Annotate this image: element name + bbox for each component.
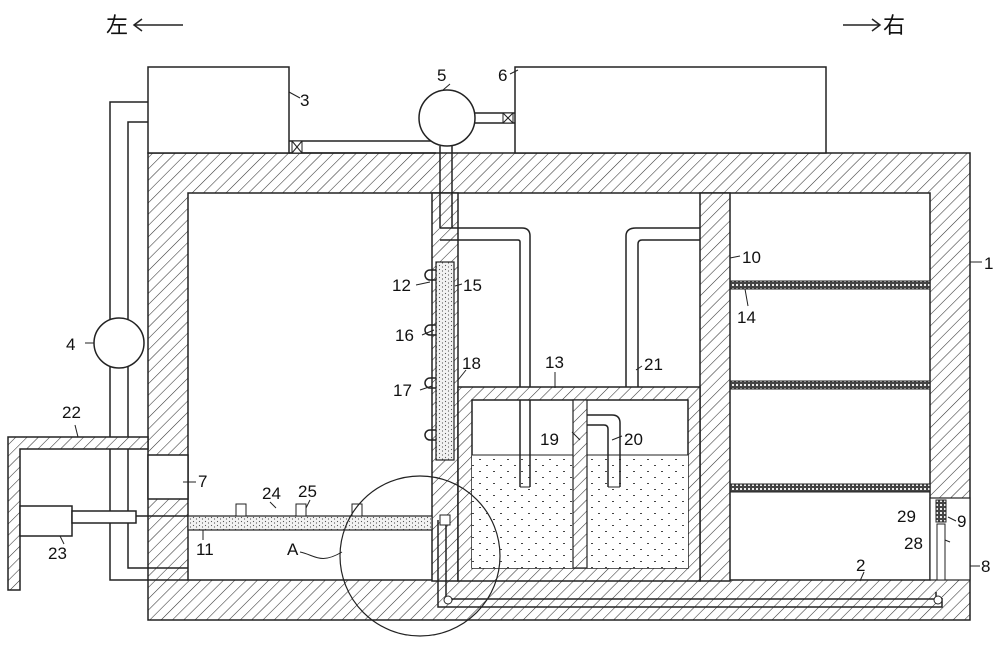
box-3 — [147, 66, 290, 154]
left-direction-text: 左 — [106, 14, 128, 39]
bottom-channel-2 — [437, 514, 943, 608]
label-29: 29 — [897, 507, 916, 526]
nozzle-strip-15 — [424, 261, 455, 461]
label-2: 2 — [856, 556, 865, 575]
detail-circle-A — [339, 475, 501, 637]
box-7 — [147, 454, 189, 500]
label-17: 17 — [393, 381, 412, 400]
label-6: 6 — [498, 66, 507, 85]
right-direction-text: 右 — [883, 14, 905, 39]
label-22: 22 — [62, 403, 81, 422]
label-11: 11 — [196, 540, 214, 559]
label-4: 4 — [66, 335, 75, 354]
pipe-13 — [440, 227, 531, 487]
pump-4 — [93, 317, 145, 369]
label-1: 1 — [984, 254, 993, 273]
label-5: 5 — [437, 66, 446, 85]
tank-18 — [457, 386, 701, 582]
part-labels: 1 2 3 4 5 6 7 8 9 10 11 12 13 14 15 16 1… — [48, 66, 993, 576]
label-24: 24 — [262, 484, 281, 503]
left-direction-indicator: 左 — [106, 14, 183, 39]
label-9: 9 — [957, 512, 966, 531]
label-3: 3 — [300, 91, 309, 110]
cylinder-23 — [19, 505, 188, 537]
box-6 — [514, 66, 827, 154]
pipe-21 — [625, 227, 700, 397]
outer-pipe-loop — [93, 101, 188, 581]
label-18: 18 — [462, 354, 481, 373]
right-direction-indicator: 右 — [843, 14, 905, 39]
label-7: 7 — [198, 472, 207, 491]
pump-5 — [418, 89, 476, 147]
label-28: 28 — [904, 534, 923, 553]
label-20: 20 — [624, 430, 643, 449]
spring-assembly — [929, 497, 971, 581]
label-15: 15 — [463, 276, 482, 295]
mesh-screens-14 — [729, 280, 931, 493]
bracket-22 — [7, 436, 149, 591]
label-25: 25 — [298, 482, 317, 501]
label-8: 8 — [981, 557, 990, 576]
label-10: 10 — [742, 248, 761, 267]
label-14: 14 — [737, 308, 756, 327]
label-19: 19 — [540, 430, 559, 449]
label-23: 23 — [48, 544, 67, 563]
filter-plate-11 — [187, 503, 433, 531]
leader-lines — [59, 69, 982, 582]
label-13: 13 — [545, 353, 564, 372]
label-21: 21 — [644, 355, 663, 374]
label-16: 16 — [395, 326, 414, 345]
label-12: 12 — [392, 276, 411, 295]
label-A: A — [287, 540, 299, 559]
